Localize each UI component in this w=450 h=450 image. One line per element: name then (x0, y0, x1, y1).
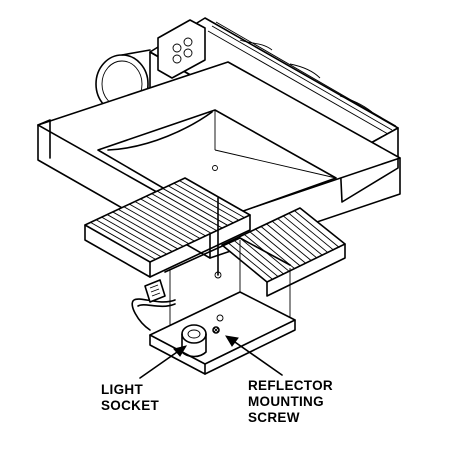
louver-slat (249, 231, 296, 270)
louver-slat (232, 239, 279, 278)
louver-slat (156, 190, 223, 229)
louver-slat (238, 236, 285, 275)
grille-panel (84, 177, 346, 297)
reflector-label-line-1: REFLECTOR (248, 378, 333, 393)
louver-slat (266, 223, 312, 262)
louver-slat (95, 219, 162, 258)
louver-slat (294, 210, 340, 248)
louver-slat (179, 180, 245, 219)
louver-slat (151, 193, 217, 232)
louver-slat (129, 203, 195, 242)
louver-slat (134, 201, 201, 239)
reflector-screw-leader (231, 339, 283, 376)
light-socket-label-line-1: LIGHT (101, 382, 143, 397)
light-socket-callout: LIGHT SOCKET (101, 382, 159, 414)
louver-slat (260, 226, 307, 264)
reflector-mounting-screw-callout: REFLECTOR MOUNTING SCREW (248, 378, 333, 426)
reflector-label-line-3: SCREW (248, 410, 300, 425)
louver-slat (271, 220, 318, 259)
louver-slat (277, 218, 324, 256)
wire-harness-plug (131, 279, 176, 331)
reflector-label-line-2: MOUNTING (248, 394, 324, 409)
louver-slat (288, 212, 335, 251)
louver-slat (140, 198, 206, 237)
louver-slat (145, 195, 212, 234)
louver-slat (255, 228, 301, 267)
louver-slat (101, 216, 167, 255)
louver-slat (173, 182, 240, 221)
louver-slat (162, 188, 229, 226)
louver-slat (106, 214, 173, 252)
louver-slat (168, 185, 234, 224)
louver-slat (118, 208, 184, 247)
louver-slat (123, 206, 190, 245)
light-socket-leader (139, 349, 181, 379)
leader-arrows (139, 335, 283, 379)
grille-louvers (90, 180, 340, 280)
louver-slat (90, 221, 156, 260)
light-socket-label-line-2: SOCKET (101, 398, 160, 413)
louver-slat (112, 211, 179, 250)
louver-slat (282, 215, 329, 254)
louver-slat (227, 242, 273, 280)
